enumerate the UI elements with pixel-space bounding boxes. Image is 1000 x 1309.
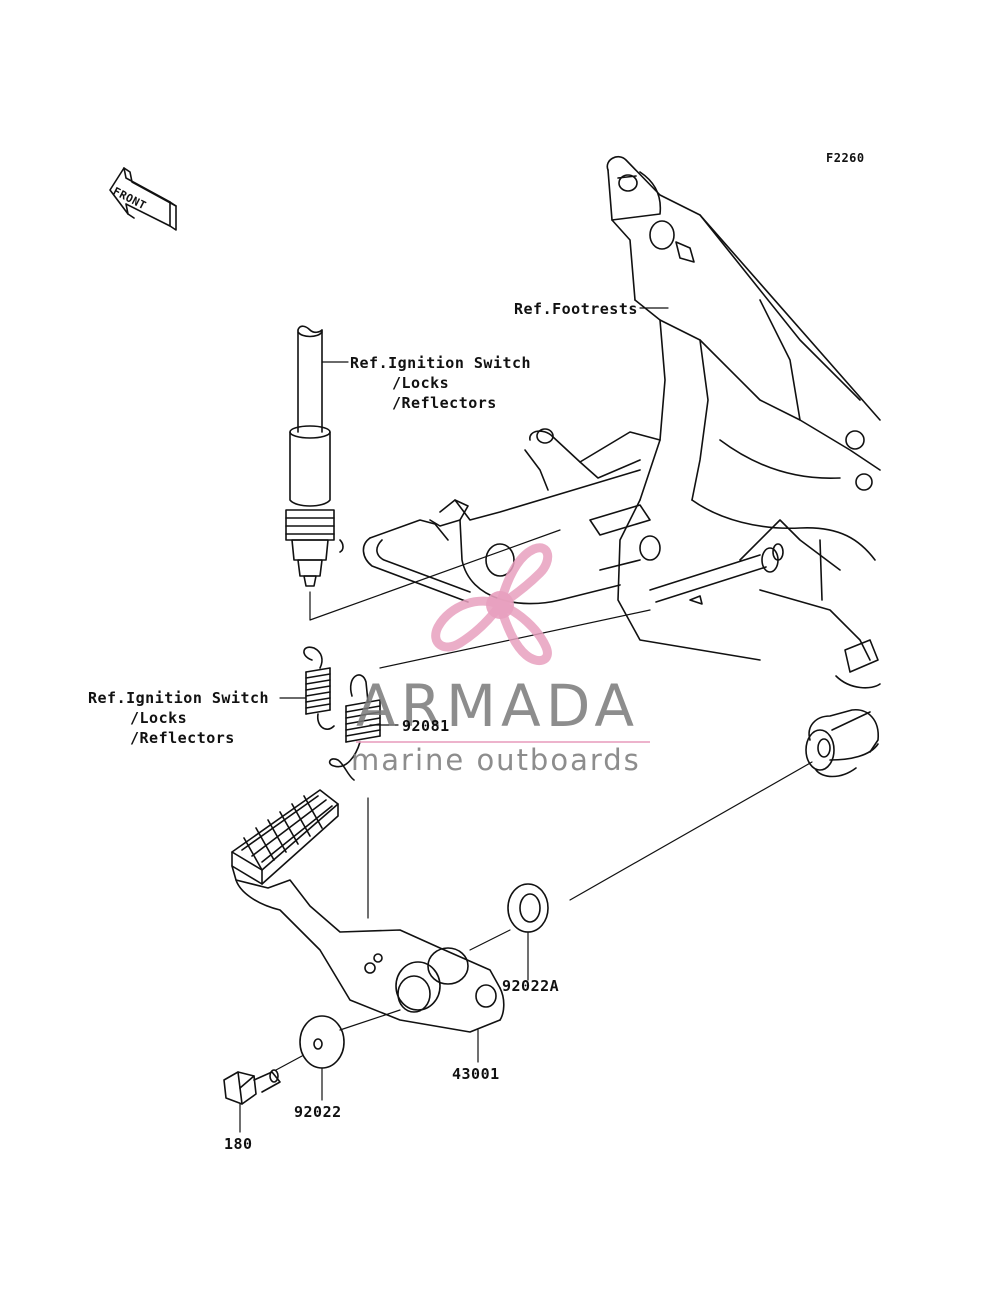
part-label-180: 180 (224, 1135, 253, 1153)
washer-92022 (299, 1015, 345, 1069)
brake-pedal (231, 789, 505, 1033)
pivot-shaft (649, 543, 784, 605)
washer-92022a (507, 883, 549, 933)
part-label-92081: 92081 (402, 717, 450, 735)
return-spring (328, 674, 381, 781)
watermark-brand: ARMADA (356, 672, 640, 740)
part-label-43001: 43001 (452, 1065, 500, 1083)
watermark-tagline: marine outboards (351, 743, 641, 777)
small-spring (303, 646, 335, 730)
front-arrow-icon (109, 167, 177, 231)
propeller-logo-icon (431, 543, 553, 666)
brake-light-switch (285, 325, 344, 587)
part-label-92022a: 92022A (502, 977, 560, 995)
callout-ref-ignition-left-line2: /Locks (130, 709, 188, 727)
pivot-collar (805, 709, 879, 778)
callout-ref-ignition-left-line1: Ref.Ignition Switch (88, 689, 270, 707)
part-label-92022: 92022 (294, 1103, 342, 1121)
callout-ref-ignition-top-line1: Ref.Ignition Switch (350, 354, 532, 372)
diagram-code: F2260 (826, 151, 865, 165)
callout-ref-ignition-top-line2: /Locks (392, 374, 450, 392)
callout-ref-footrests: Ref.Footrests (514, 300, 638, 318)
watermark-divider (356, 741, 650, 743)
callout-ref-ignition-left-line3: /Reflectors (130, 729, 235, 747)
callout-ref-ignition-top-line3: /Reflectors (392, 394, 497, 412)
bolt-180 (223, 1069, 281, 1105)
switch-bracket (362, 428, 661, 605)
frame-bracket (606, 155, 881, 689)
